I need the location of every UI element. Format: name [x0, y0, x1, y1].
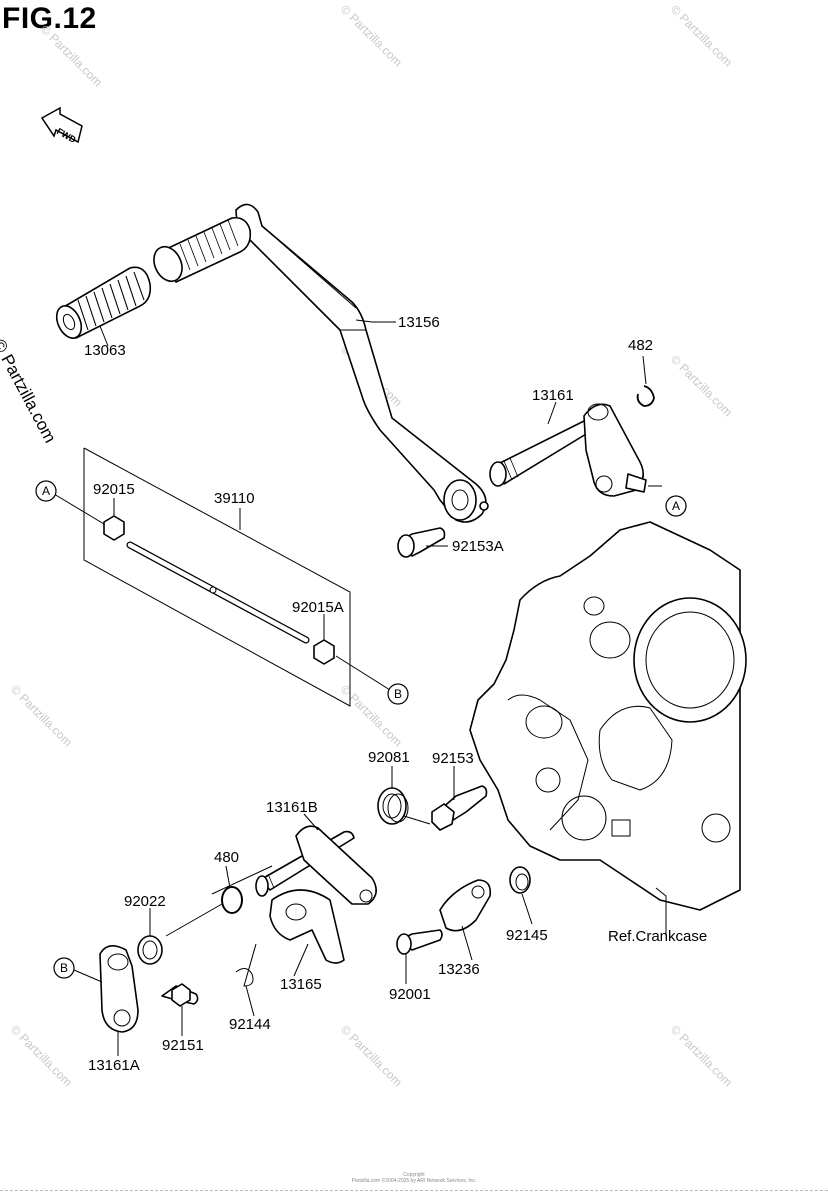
watermark-text: © Partzilla.com	[668, 1022, 735, 1089]
watermark-text: © Partzilla.com	[38, 22, 105, 89]
part-label-13161A: 13161A	[88, 1057, 140, 1074]
bolt-92001	[396, 929, 443, 955]
part-label-92081: 92081	[368, 749, 410, 766]
part-label-92151: 92151	[162, 1037, 204, 1054]
part-label-13236: 13236	[438, 961, 480, 978]
spring-92145	[509, 866, 531, 894]
footer: Copyright Partzilla.com ©2004-2025 by AR…	[0, 1172, 828, 1184]
pedal-rubber-13063	[55, 266, 152, 339]
watermark-text: © Partzilla.com	[338, 2, 405, 69]
part-label-480: 480	[214, 849, 239, 866]
part-label-482: 482	[628, 337, 653, 354]
spring-92144	[235, 943, 257, 987]
circlip-482	[636, 385, 655, 407]
assembly-bracket	[83, 447, 351, 707]
forward-arrow-icon: FWD	[40, 106, 83, 145]
watermark-text: © Partzilla.com	[338, 1022, 405, 1089]
shift-shaft-13161B	[255, 825, 377, 905]
part-label-13161B: 13161B	[266, 799, 318, 816]
connector-b-label: B	[60, 961, 68, 975]
tie-rod-39110	[126, 541, 310, 644]
plate-13165	[269, 889, 345, 964]
connector-b-right: B	[387, 683, 409, 705]
footer-line-2: Partzilla.com ©2004-2025 by ARI Network …	[351, 1178, 477, 1184]
circlip-480	[221, 886, 243, 914]
footer-divider	[0, 1190, 828, 1191]
shift-shaft-13161	[489, 403, 647, 497]
washer-92022	[137, 935, 163, 965]
nut-92015	[103, 515, 125, 541]
bolt-92151	[161, 983, 199, 1007]
bolt-92153A	[397, 527, 446, 558]
connector-a-left: A	[35, 480, 57, 502]
watermark-text: © Partzilla.com	[668, 352, 735, 419]
connector-a-right: A	[665, 495, 687, 517]
connector-a-label: A	[672, 499, 680, 513]
crankcase-outline	[469, 521, 747, 911]
pedal-arm-13156	[235, 203, 489, 523]
leader-lines	[53, 319, 667, 1056]
figure-title: FIG.12	[2, 2, 97, 35]
connector-b-left: B	[53, 957, 75, 979]
part-label-ref-crankcase: Ref.Crankcase	[608, 928, 707, 945]
watermark-text: © Partzilla.com	[668, 2, 735, 69]
part-label-13165: 13165	[280, 976, 322, 993]
footer-line-1: Copyright	[403, 1172, 425, 1178]
spring-92081	[377, 787, 431, 825]
stopper-13236	[439, 879, 492, 932]
part-label-92153A: 92153A	[452, 538, 504, 555]
part-label-92145: 92145	[506, 927, 548, 944]
connector-b-label: B	[394, 687, 402, 701]
part-label-13161: 13161	[532, 387, 574, 404]
connector-a-label: A	[42, 484, 50, 498]
pedal-shaft	[153, 216, 252, 283]
part-label-13156: 13156	[398, 314, 440, 331]
bolt-92153	[431, 785, 488, 831]
part-label-39110: 39110	[214, 490, 255, 507]
lever-13161A	[99, 945, 139, 1033]
watermark-text: © Partzilla.com	[8, 682, 75, 749]
part-label-92015A: 92015A	[292, 599, 344, 616]
part-label-92144: 92144	[229, 1016, 271, 1033]
part-label-92001: 92001	[389, 986, 431, 1003]
part-labels: 13156 13063 482 13161 92015 39110 92153A…	[84, 314, 707, 1074]
part-label-13063: 13063	[84, 342, 126, 359]
watermark-text: © Partzilla.com	[8, 1022, 75, 1089]
part-label-92022: 92022	[124, 893, 166, 910]
nut-92015A	[313, 639, 335, 665]
part-label-92153: 92153	[432, 750, 474, 767]
part-label-92015: 92015	[93, 481, 135, 498]
